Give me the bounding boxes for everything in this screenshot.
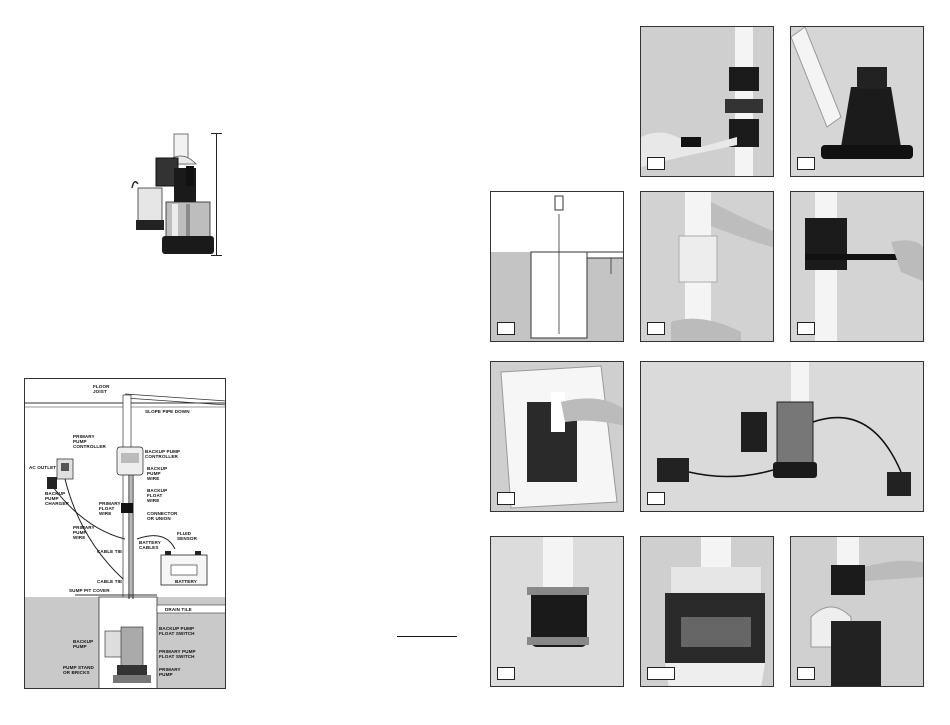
- step-tag: [647, 322, 665, 335]
- photo-pipe-insert: [640, 191, 774, 342]
- step-tag: [497, 492, 515, 505]
- label-backup-pump-charger: BACKUP PUMP CHARGER: [45, 491, 69, 506]
- step-tag: [797, 157, 815, 170]
- step-tag: [647, 492, 665, 505]
- step-tag: [497, 667, 515, 680]
- step-tag: [647, 157, 665, 170]
- step-tag: [647, 667, 675, 680]
- height-dimension-cap-bottom: [211, 255, 222, 256]
- label-pump-stand-or-bricks: PUMP STAND OR BRICKS: [63, 665, 94, 675]
- label-backup-pump: BACKUP PUMP: [73, 639, 94, 649]
- label-sump-pit-cover: SUMP PIT COVER: [69, 588, 110, 593]
- photo-pump-base: [790, 26, 924, 177]
- label-floor-joist: FLOOR JOIST: [93, 384, 110, 394]
- diagram-pit-measure: [490, 191, 624, 342]
- installation-diagram: FLOOR JOIST SLOPE PIPE DOWN PRIMARY PUMP…: [24, 378, 226, 689]
- label-backup-pump-float-switch: BACKUP PUMP FLOAT SWITCH: [159, 626, 195, 636]
- height-dimension-cap-top: [211, 133, 222, 134]
- height-dimension-line: [216, 133, 217, 255]
- photo-packaging: [490, 361, 624, 512]
- label-battery-cables: BATTERY CABLES: [139, 540, 161, 550]
- label-backup-pump-wire: BACKUP PUMP WIRE: [147, 466, 168, 481]
- backup-pump-product-image: [124, 128, 224, 260]
- step-tag: [497, 322, 515, 335]
- label-ac-outlet: AC OUTLET: [29, 465, 57, 470]
- label-backup-pump-controller: BACKUP PUMP CONTROLLER: [145, 449, 181, 459]
- right-page: [475, 0, 950, 725]
- left-page: FLOOR JOIST SLOPE PIPE DOWN PRIMARY PUMP…: [24, 128, 457, 689]
- installation-diagram-drawing: [25, 393, 225, 688]
- label-slope-pipe-down: SLOPE PIPE DOWN: [145, 409, 190, 414]
- label-fluid-sensor: FLUID SENSOR: [177, 531, 198, 541]
- photo-clamp-pipe: [640, 26, 774, 177]
- label-backup-float-wire: BACKUP FLOAT WIRE: [147, 488, 168, 503]
- photo-system-layout: [640, 361, 924, 512]
- label-primary-pump-controller: PRIMARY PUMP CONTROLLER: [73, 434, 106, 449]
- label-primary-pump: PRIMARY PUMP: [159, 667, 181, 677]
- label-battery: BATTERY: [175, 579, 197, 584]
- label-cable-tie-lower: CABLE TIE: [97, 579, 123, 584]
- footer-rule: [397, 636, 457, 637]
- label-primary-pump-wire: PRIMARY PUMP WIRE: [73, 525, 95, 540]
- step-tag: [797, 322, 815, 335]
- photo-float-switch: [640, 536, 774, 687]
- photo-clamp-tighten: [790, 191, 924, 342]
- step-tag: [797, 667, 815, 680]
- photo-coupling: [490, 536, 624, 687]
- label-drain-tile: DRAIN TILE: [165, 607, 192, 612]
- label-cable-tie-upper: CABLE TIE: [97, 549, 123, 554]
- label-primary-pump-float-switch: PRIMARY PUMP FLOAT SWITCH: [159, 649, 196, 659]
- label-primary-float-wire: PRIMARY FLOAT WIRE: [99, 501, 121, 516]
- label-connector-or-union: CONNECTOR OR UNION: [147, 511, 178, 521]
- photo-final-clamp: [790, 536, 924, 687]
